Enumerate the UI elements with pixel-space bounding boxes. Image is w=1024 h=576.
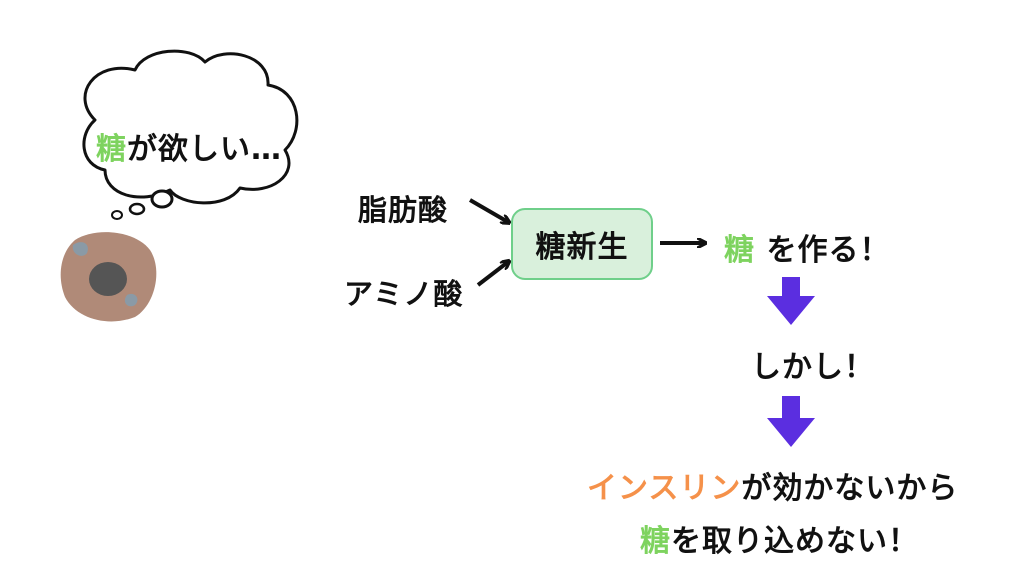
fatty-acid-label: 脂肪酸 — [358, 193, 449, 227]
cell-spot — [124, 293, 138, 307]
cell-spot — [72, 242, 88, 256]
result-line-2: 糖を取り込めない！ — [640, 516, 919, 560]
gluconeogenesis-label: 糖新生 — [535, 230, 629, 265]
produce-sugar-word: 糖 — [724, 233, 755, 268]
result-line-2-rest: を取り込めない！ — [671, 524, 919, 559]
thought-dot-large — [150, 189, 174, 209]
gluconeogenesis-box: 糖新生 — [511, 208, 653, 280]
thought-dot-medium — [128, 202, 146, 216]
however-text: しかし！ — [751, 350, 875, 385]
down-arrow-1 — [767, 277, 815, 325]
produce-rest: を作る！ — [755, 233, 891, 268]
fat-to-process-arrow — [468, 198, 508, 222]
cell-illustration — [60, 232, 157, 322]
produce-sugar-text: 糖 を作る！ — [724, 225, 890, 269]
thought-dot-small — [111, 210, 123, 220]
result-line-1-rest: が効かないから — [741, 471, 959, 506]
thought-sugar-word: 糖 — [96, 132, 127, 167]
amino-acid-label: アミノ酸 — [344, 277, 464, 311]
thought-rest: が欲しい… — [127, 132, 282, 167]
cell-nucleus — [89, 262, 127, 296]
result-sugar-word: 糖 — [640, 524, 671, 559]
thought-text: 糖が欲しい… — [96, 124, 282, 168]
insulin-word: インスリン — [587, 471, 742, 506]
thought-cloud-shape — [82, 49, 299, 205]
down-arrow-2 — [767, 396, 815, 447]
result-line-1: インスリンが効かないから — [587, 463, 958, 507]
thought-bubble — [82, 49, 299, 220]
amino-to-process-arrow — [476, 262, 508, 287]
